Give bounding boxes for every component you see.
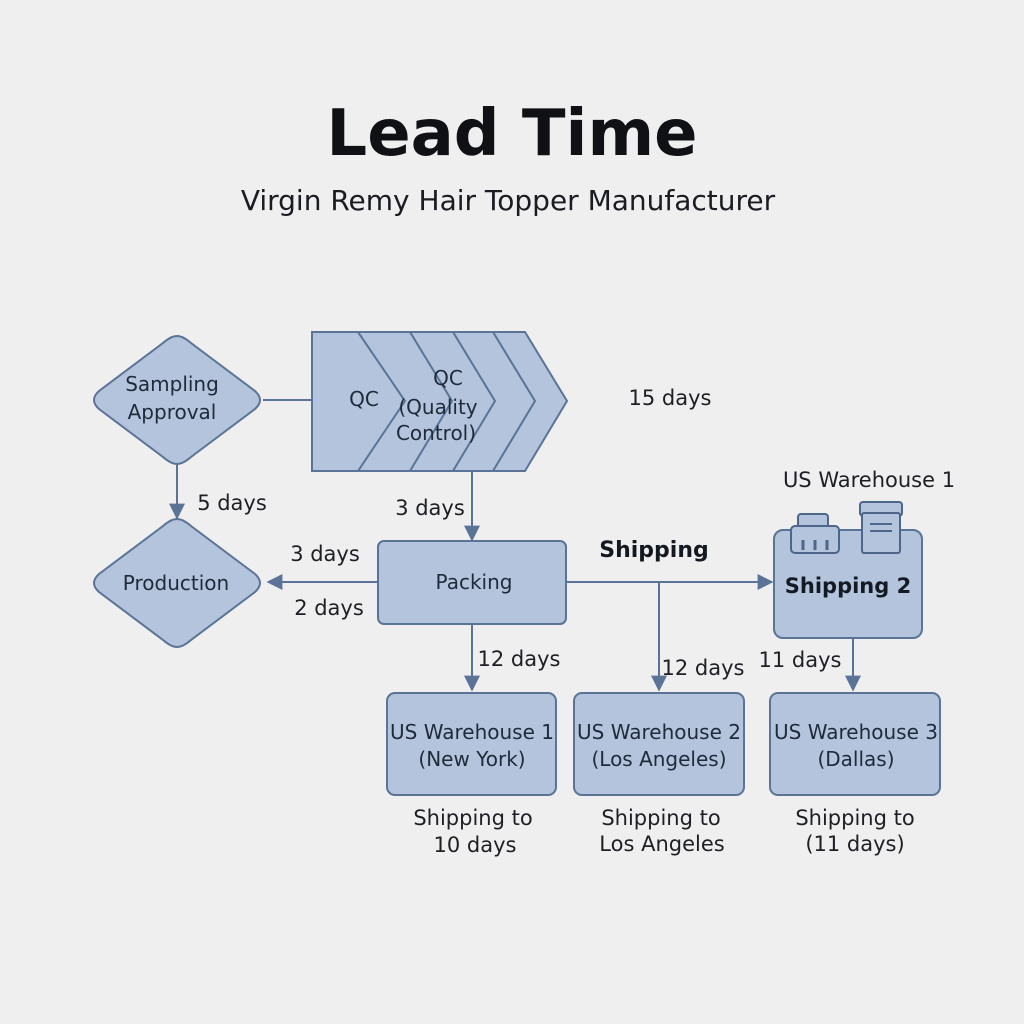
qc-packing-duration-label: 3 days <box>395 496 465 520</box>
node-us-warehouse-3: US Warehouse 3 (Dallas) <box>769 692 941 796</box>
node-shipping-2: Shipping 2 <box>773 501 923 639</box>
node-qc-chevrons: QC QC (Quality Control) <box>311 331 569 472</box>
qc-short-label: QC <box>349 387 379 411</box>
sampling-duration-label: 5 days <box>197 491 267 515</box>
packing-production-duration-top: 3 days <box>290 542 360 566</box>
node-us-warehouse-2: US Warehouse 2 (Los Angeles) <box>573 692 745 796</box>
page-subtitle: Virgin Remy Hair Topper Manufacturer <box>241 184 776 217</box>
shipping-2-label: Shipping 2 <box>785 574 911 598</box>
wh3-caption-line1: Shipping to <box>795 806 914 830</box>
wh2-duration-label: 12 days <box>662 656 745 680</box>
node-sampling-approval: Sampling Approval <box>93 334 261 466</box>
wh1-caption-line1: Shipping to <box>413 806 532 830</box>
packing-production-duration-bottom: 2 days <box>294 596 364 620</box>
production-label: Production <box>123 571 229 595</box>
qc-full-label-line3: Control) <box>396 421 476 445</box>
wh2-label-line1: US Warehouse 2 <box>577 720 741 744</box>
wh1-label-line1: US Warehouse 1 <box>390 720 554 744</box>
wh2-label-line2: (Los Angeles) <box>591 747 726 771</box>
node-production: Production <box>93 517 261 649</box>
wh1-label-line2: (New York) <box>418 747 525 771</box>
shipping-label: Shipping <box>599 538 709 563</box>
sampling-label-line1: Sampling <box>125 372 219 396</box>
wh2-caption-line1: Shipping to <box>601 806 720 830</box>
wh3-label-line2: (Dallas) <box>817 747 894 771</box>
wh3-label-line1: US Warehouse 3 <box>774 720 938 744</box>
node-us-warehouse-1: US Warehouse 1 (New York) <box>386 692 557 796</box>
qc-full-label-line1: QC <box>433 366 463 390</box>
qc-duration-label: 15 days <box>629 386 712 410</box>
wh1-duration-label: 12 days <box>478 647 561 671</box>
us-warehouse-1-heading: US Warehouse 1 <box>783 468 955 492</box>
packing-label: Packing <box>436 570 513 594</box>
qc-full-label-line2: (Quality <box>398 395 477 419</box>
wh3-caption-line2: (11 days) <box>805 832 904 856</box>
package-box-icon <box>859 501 903 554</box>
page-title: Lead Time <box>326 97 697 171</box>
wh3-duration-label: 11 days <box>759 648 842 672</box>
wh1-caption-line2: 10 days <box>434 833 517 857</box>
wh2-caption-line2: Los Angeles <box>599 832 724 856</box>
sampling-label-line2: Approval <box>128 400 217 424</box>
cash-register-icon <box>790 513 840 554</box>
node-packing: Packing <box>377 540 567 625</box>
